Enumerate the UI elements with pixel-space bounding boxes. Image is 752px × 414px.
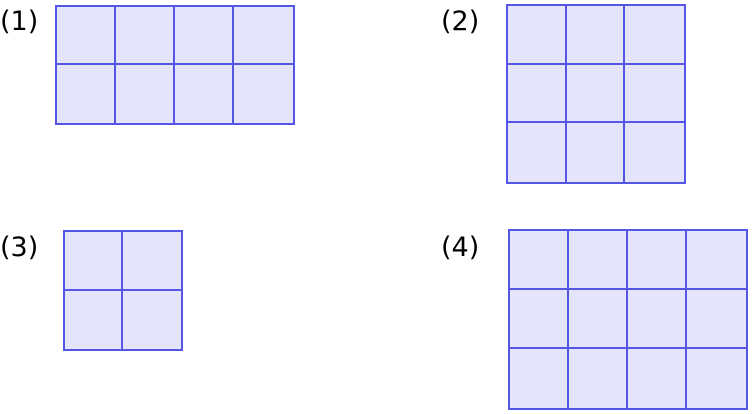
grid-cell	[508, 64, 567, 124]
grid-cell	[234, 7, 293, 65]
grid-cell	[57, 65, 116, 123]
grid-cell	[508, 123, 567, 182]
grid-cell	[625, 123, 684, 182]
grid-cell	[123, 290, 181, 349]
unit-square-grid	[508, 229, 748, 410]
unit-square-grid	[506, 4, 686, 184]
grid-cell	[566, 64, 626, 124]
grid-cell	[510, 290, 569, 349]
grid-cell	[625, 64, 684, 124]
grid-cell	[116, 7, 175, 65]
grid-cell	[510, 231, 569, 290]
grid-cell	[510, 349, 569, 408]
grid-cell	[65, 232, 123, 291]
grid-cell	[628, 349, 687, 408]
figure-label: (1)	[0, 6, 39, 37]
grid-cell	[65, 290, 123, 349]
grid-cell	[569, 231, 628, 290]
grid-cell	[57, 7, 116, 65]
grid-cell	[628, 231, 687, 290]
grid-cell	[566, 123, 626, 182]
grid-cell	[234, 65, 293, 123]
grid-cell	[569, 349, 628, 408]
grid-cell	[508, 6, 567, 65]
grid-cell	[175, 7, 234, 65]
grid-cell	[175, 65, 234, 123]
grid-cell	[625, 6, 684, 65]
grid-cell	[123, 232, 181, 291]
figure-label: (3)	[0, 232, 39, 263]
figure-label: (4)	[441, 232, 480, 263]
grid-cell	[628, 290, 687, 349]
grid-cell	[566, 6, 626, 65]
figure-label: (2)	[441, 6, 480, 37]
grid-cell	[687, 290, 746, 349]
grid-cell	[687, 349, 746, 408]
unit-square-grid	[63, 230, 183, 351]
unit-square-grid	[55, 5, 295, 125]
grid-cell	[569, 290, 628, 349]
grid-cell	[116, 65, 175, 123]
grid-cell	[687, 231, 746, 290]
